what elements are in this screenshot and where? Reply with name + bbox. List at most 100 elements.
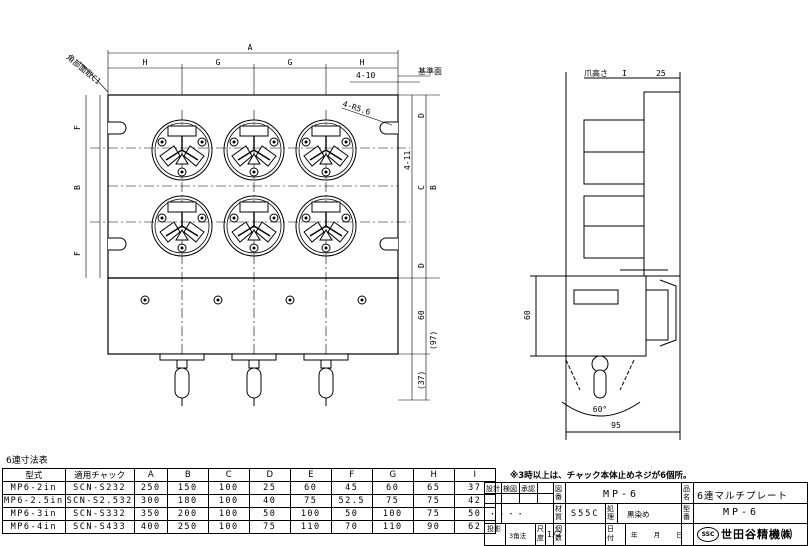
title-block: 設計 検図 承認 図番 MP-6 品名 6連マルチプレート ・ ・ ・ ・ 材質…	[484, 482, 808, 546]
col-header: H	[412, 468, 455, 482]
tb-name-value: 6連マルチプレート	[697, 491, 789, 502]
cell: 25	[248, 481, 291, 495]
col-header: 適用チャック	[64, 468, 135, 482]
dim-D-bottom: D	[417, 263, 426, 268]
note-text: ※3時以上は、チャック本体止めネジが6個所。	[510, 471, 692, 481]
cell: 75	[412, 494, 455, 508]
cell: 45	[330, 481, 373, 495]
dim-25: 25	[656, 69, 666, 78]
tb-material-value: S55C	[571, 509, 600, 519]
chuck-2	[223, 119, 285, 181]
dim-D-top: D	[417, 113, 426, 118]
dim-B: B	[73, 185, 82, 190]
cell: 110	[289, 520, 332, 534]
cell: 65	[412, 481, 455, 495]
cell: 75	[289, 494, 332, 508]
technical-drawing: A H G G H 4-10 基準面 4-R5.6 角部面取C1 B F F C…	[65, 43, 681, 440]
dim-95: 95	[611, 421, 621, 430]
company-logo: SSC	[697, 527, 719, 542]
dim-H-left: H	[143, 58, 148, 67]
cell: 300	[133, 494, 168, 508]
tb-material-label: 材質	[555, 505, 562, 521]
cell: 250	[166, 520, 209, 534]
cell: 40	[248, 494, 291, 508]
cell: 400	[133, 520, 168, 534]
col-header: I	[453, 468, 496, 482]
cell: 350	[133, 507, 168, 521]
dim-G-1: G	[216, 58, 221, 67]
handle-2	[246, 359, 262, 407]
dimension-table: 型式 適用チャック A B C D E F G H I MP6-2in SCN-…	[2, 468, 496, 534]
table-row: MP6-2in SCN-S232 250 150 100 25 60 45 60…	[2, 481, 496, 495]
cell: 60	[371, 481, 414, 495]
cell: 100	[289, 507, 332, 521]
dim-angle: 60°	[593, 405, 607, 414]
tb-proj-value: 3角法	[509, 532, 527, 540]
tb-drawno-label: 図番	[555, 485, 562, 501]
dim-slot: 4-10	[356, 71, 375, 80]
table-row: MP6-2.5in SCN-S2.532 300 180 100 40 75 5…	[2, 494, 496, 508]
cell: 50	[248, 507, 291, 521]
cell: 52.5	[330, 494, 373, 508]
col-header: E	[289, 468, 332, 482]
dim-60: 60	[417, 310, 426, 320]
table-row: MP6-4in SCN-S433 400 250 100 75 110 70 1…	[2, 520, 496, 534]
col-header: F	[330, 468, 373, 482]
cell: 75	[248, 520, 291, 534]
dim-A: A	[248, 43, 253, 52]
table-header-row: 型式 適用チャック A B C D E F G H I	[2, 468, 496, 482]
tb-date-label: 日付	[607, 525, 614, 542]
table-title: 6連寸法表	[6, 456, 48, 466]
cell: 250	[133, 481, 168, 495]
handle-3	[318, 359, 334, 407]
cell: 70	[330, 520, 373, 534]
dim-C: C	[417, 185, 426, 190]
tb-scale-value: 1/2	[547, 530, 562, 539]
slots	[108, 121, 398, 251]
tb-count-label: 個数	[555, 525, 562, 542]
tb-name-label: 品名	[683, 485, 690, 501]
dim-F-bottom: F	[73, 251, 82, 256]
chuck-3	[295, 119, 357, 181]
cell: 180	[166, 494, 209, 508]
chuck-4	[151, 195, 213, 257]
dim-chamfer: 角部面取C1	[65, 52, 103, 87]
tb-model-value: MP-6	[723, 507, 760, 518]
side-dim-60: 60	[523, 310, 532, 320]
cell-chuck: SCN-S332	[64, 507, 135, 521]
cell-chuck: SCN-S232	[64, 481, 135, 495]
cell: 90	[412, 520, 455, 534]
col-header: G	[371, 468, 414, 482]
cell: 60	[289, 481, 332, 495]
cell: 200	[166, 507, 209, 521]
col-header: B	[166, 468, 209, 482]
dim-G-2: G	[288, 58, 293, 67]
tb-company: 世田谷精機㈱	[721, 528, 793, 541]
cell-model: MP6-4in	[2, 520, 66, 534]
cell-model: MP6-3in	[2, 507, 66, 521]
cell: 100	[207, 520, 250, 534]
dim-radius: 4-R5.6	[341, 99, 371, 117]
cell: 100	[207, 507, 250, 521]
cell: 100	[207, 494, 250, 508]
col-header: C	[207, 468, 250, 482]
dim-tap: 4-11	[403, 151, 412, 170]
tb-drawno-value: MP-6	[603, 489, 640, 500]
cell: 150	[166, 481, 209, 495]
tb-approve: 承認	[521, 485, 535, 493]
dim-B-right: B	[429, 185, 438, 190]
chuck-6	[295, 195, 357, 257]
cell-model: MP6-2in	[2, 481, 66, 495]
dim-37: (37)	[417, 371, 426, 390]
dim-I: I	[622, 69, 627, 78]
tb-date-value: 年 月 日	[631, 531, 683, 539]
chuck-5	[223, 195, 285, 257]
cell: 100	[371, 507, 414, 521]
tb-check: 検図	[503, 485, 517, 493]
tb-proj-label: 投影	[487, 525, 501, 533]
tb-treat-value: 黒染め	[627, 510, 650, 519]
lower-body	[107, 277, 399, 355]
chuck-1	[151, 119, 213, 181]
tb-dots: ・ ・ ・ ・	[489, 510, 524, 518]
handle-1	[174, 359, 190, 407]
